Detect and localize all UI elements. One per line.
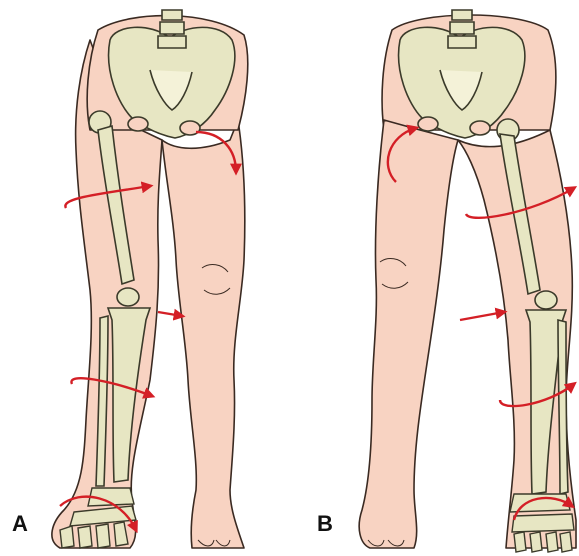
lower-leg-bones-b [526, 310, 568, 494]
panel-a [52, 10, 248, 548]
patella-icon [117, 288, 139, 306]
patella-icon [535, 291, 557, 309]
fibula-icon [558, 320, 568, 494]
panel-label-b: B [317, 511, 333, 537]
rotation-arrow-icon [158, 312, 182, 316]
panel-b [359, 10, 576, 552]
rotation-arrow-icon [460, 312, 504, 320]
right-leg-skin-a [162, 120, 245, 548]
panel-label-a: A [12, 511, 28, 537]
left-leg-skin-b [359, 120, 458, 548]
